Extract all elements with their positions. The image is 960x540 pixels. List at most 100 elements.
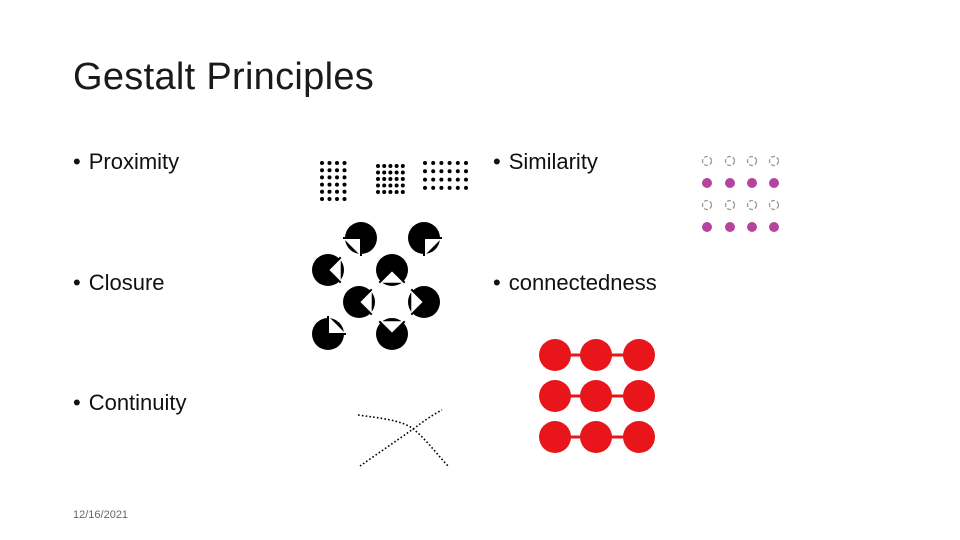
proximity-dot [464, 185, 468, 190]
proximity-dot [376, 164, 380, 168]
proximity-dot [388, 190, 393, 194]
closure-illustration [312, 222, 442, 350]
proximity-dot [439, 161, 444, 165]
closure-notch-edge [378, 269, 406, 284]
proximity-dot [376, 190, 380, 194]
bullet-connectedness: • connectedness [493, 270, 657, 296]
proximity-dot [400, 183, 405, 188]
proximity-dot [423, 169, 427, 174]
proximity-dot [400, 190, 405, 194]
proximity-dot [327, 189, 332, 194]
proximity-dot [342, 182, 347, 187]
proximity-dot [320, 189, 324, 194]
closure-notch [359, 289, 372, 315]
closure-notch-edge [327, 316, 346, 335]
proximity-dot [423, 161, 427, 165]
bullet-glyph: • [493, 270, 501, 295]
similarity-illustration [701, 155, 780, 232]
similarity-dot [725, 178, 735, 188]
closure-disc [376, 318, 408, 350]
bullet-glyph: • [493, 149, 501, 174]
proximity-dot [376, 183, 380, 188]
proximity-dot [431, 161, 436, 165]
proximity-dot [394, 190, 399, 194]
proximity-dot [400, 164, 405, 168]
similarity-dot [747, 178, 757, 188]
footer-date: 12/16/2021 [73, 509, 129, 521]
similarity-ring [746, 199, 758, 211]
proximity-dot [342, 175, 347, 180]
connect-circle [539, 339, 571, 371]
proximity-dot [342, 197, 347, 201]
proximity-dot [431, 177, 436, 182]
bullet-continuity: • Continuity [73, 390, 187, 416]
closure-disc [376, 254, 408, 286]
bullet-glyph: • [73, 149, 81, 174]
connect-circle [623, 421, 655, 453]
proximity-dot [431, 169, 436, 174]
continuity-curve-a [357, 414, 449, 467]
proximity-dot [455, 169, 460, 174]
proximity-dot [388, 183, 393, 188]
closure-notch [343, 238, 361, 256]
similarity-dot [725, 222, 735, 232]
bullet-similarity: •Similarity [493, 149, 598, 175]
bullet-closure: •Closure [73, 270, 165, 296]
similarity-ring [724, 199, 736, 211]
bullet-proximity: •Proximity [73, 149, 179, 175]
proximity-dot [455, 185, 460, 190]
proximity-dot [320, 161, 324, 165]
similarity-ring [746, 155, 758, 167]
closure-disc [312, 316, 346, 350]
proximity-dot [439, 185, 444, 190]
proximity-dot [423, 185, 427, 190]
proximity-dot [376, 177, 380, 181]
closure-notch [328, 257, 341, 283]
similarity-ring [724, 155, 736, 167]
proximity-dot [423, 177, 427, 182]
bullet-glyph: • [73, 390, 81, 415]
proximity-dot [335, 189, 339, 194]
proximity-dot [394, 177, 399, 181]
proximity-dot [400, 170, 405, 175]
proximity-dot [327, 182, 332, 187]
proximity-dot [335, 168, 339, 173]
proximity-dot [439, 169, 444, 174]
bullet-continuity-label: Continuity [88, 390, 187, 415]
proximity-dot [327, 161, 332, 165]
closure-notch-edge [327, 256, 342, 284]
similarity-dot [769, 178, 779, 188]
closure-disc [343, 222, 377, 256]
closure-disc [408, 222, 442, 256]
proximity-dot [335, 161, 339, 165]
proximity-dot [335, 175, 339, 180]
proximity-dot [447, 169, 452, 174]
closure-disc [312, 254, 344, 286]
proximity-dot [342, 161, 347, 165]
closure-notch [379, 270, 405, 283]
continuity-curve-b [359, 409, 443, 467]
connect-circle [539, 380, 571, 412]
bullet-connectedness-label: connectedness [508, 270, 657, 295]
proximity-dot [400, 177, 405, 181]
proximity-dot [335, 197, 339, 201]
proximity-dot [342, 189, 347, 194]
proximity-dot [335, 182, 339, 187]
connect-circle [580, 421, 612, 453]
proximity-dot [382, 183, 387, 188]
slide-title: Gestalt Principles [73, 56, 375, 98]
proximity-dot [327, 175, 332, 180]
similarity-dot [769, 222, 779, 232]
proximity-dot [439, 177, 444, 182]
proximity-dot [464, 177, 468, 182]
bullet-closure-label: Closure [88, 270, 165, 295]
proximity-dot [382, 177, 387, 181]
proximity-dot [447, 185, 452, 190]
proximity-dot [388, 177, 393, 181]
continuity-illustration [357, 409, 449, 467]
proximity-dot [455, 177, 460, 182]
closure-notch-edge [410, 288, 425, 316]
proximity-dot [382, 190, 387, 194]
